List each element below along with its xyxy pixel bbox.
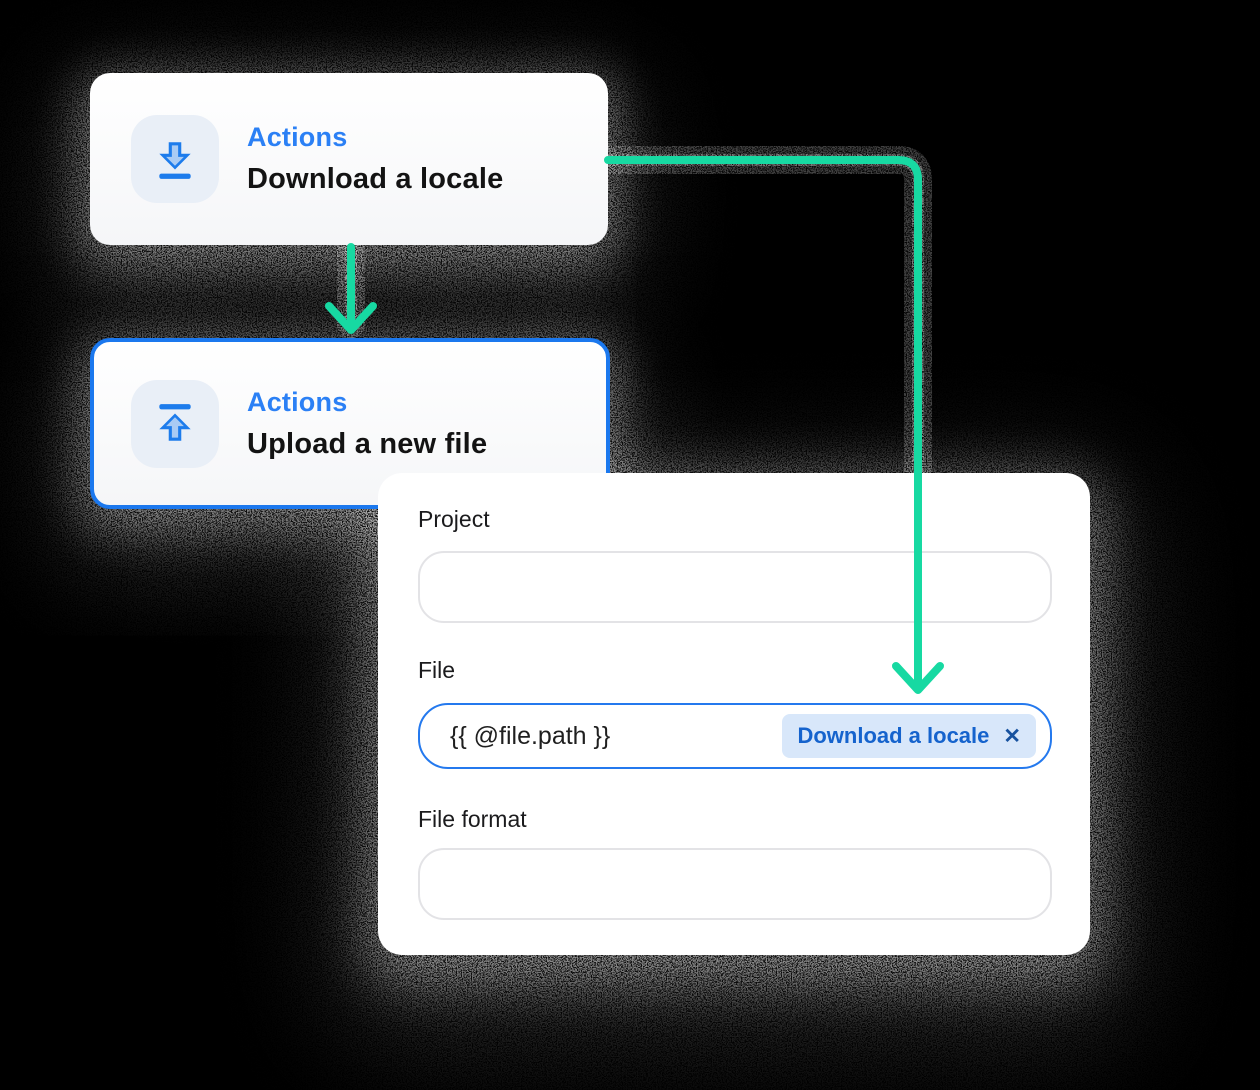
- card-text: Actions Download a locale: [247, 122, 503, 196]
- download-icon: [131, 115, 219, 203]
- file-format-label: File format: [418, 806, 527, 832]
- file-format-input[interactable]: [418, 848, 1052, 920]
- chip-label: Download a locale: [797, 723, 990, 748]
- file-input[interactable]: {{ @file.path }} Download a locale ✕: [418, 703, 1052, 769]
- close-icon[interactable]: ✕: [1003, 724, 1021, 748]
- project-input[interactable]: [418, 551, 1052, 623]
- upload-icon: [131, 379, 219, 468]
- file-label: File: [418, 657, 456, 683]
- linked-step-chip[interactable]: Download a locale ✕: [782, 714, 1036, 758]
- action-card-download-a-locale[interactable]: Actions Download a locale: [90, 73, 608, 245]
- card-title: Download a locale: [247, 163, 504, 195]
- project-label: Project: [418, 506, 490, 532]
- file-value: {{ @file.path }}: [450, 721, 611, 750]
- arrowhead-down-icon: [325, 302, 377, 334]
- card-title: Upload a new file: [247, 427, 488, 460]
- card-category: Actions: [247, 386, 348, 417]
- upload-config-panel: Project File {{ @file.path }} Download a…: [378, 473, 1090, 955]
- card-text: Actions Upload a new file: [247, 387, 487, 461]
- card-category: Actions: [247, 122, 348, 152]
